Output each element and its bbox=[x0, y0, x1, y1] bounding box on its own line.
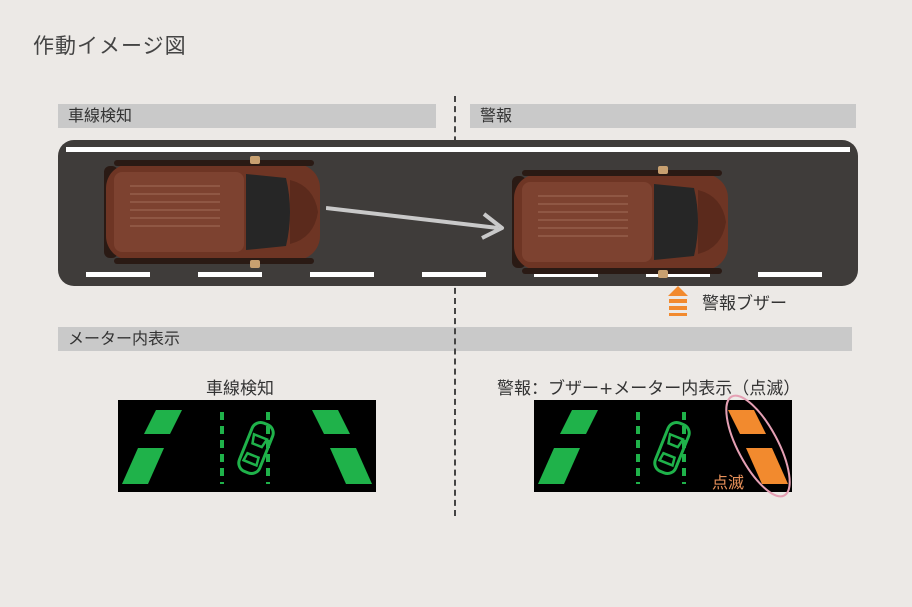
lane-indicator-left-lower bbox=[122, 448, 164, 484]
meter-display-warning bbox=[534, 400, 792, 492]
lane-mark bbox=[310, 272, 374, 277]
lane-indicator-right-upper-warning bbox=[728, 410, 766, 434]
buzzer-label: 警報ブザー bbox=[702, 294, 787, 314]
lane-mark bbox=[534, 272, 598, 277]
meter-caption-warning: 警報：ブザー+メーター内表示（点滅） bbox=[497, 379, 801, 399]
car-outline-icon bbox=[237, 420, 275, 476]
section-bar-warning: 警報 bbox=[470, 104, 856, 128]
lane-indicator-left-upper bbox=[144, 410, 182, 434]
lane-indicator-right-lower bbox=[330, 448, 372, 484]
lane-indicator-right-lower-warning bbox=[746, 448, 788, 484]
lane-mark bbox=[86, 272, 150, 277]
section-label-detect: 車線検知 bbox=[68, 106, 133, 125]
blink-highlight-ellipse bbox=[725, 394, 791, 498]
page-title: 作動イメージ図 bbox=[33, 34, 187, 58]
meter-caption-detect: 車線検知 bbox=[206, 379, 274, 399]
car-outline-icon bbox=[653, 420, 691, 476]
arrow-right-icon bbox=[326, 206, 504, 240]
blink-label: 点滅 bbox=[712, 473, 745, 492]
section-bar-detect: 車線検知 bbox=[58, 104, 436, 128]
lane-mark bbox=[758, 272, 822, 277]
car-top-view-icon bbox=[512, 166, 728, 278]
lane-indicator-left-lower bbox=[538, 448, 580, 484]
buzzer-icon bbox=[668, 286, 688, 316]
car-top-view-icon bbox=[104, 156, 320, 268]
section-label-meter: メーター内表示 bbox=[68, 329, 181, 348]
lane-mark bbox=[198, 272, 262, 277]
section-label-warning: 警報 bbox=[480, 106, 513, 125]
lane-mark bbox=[422, 272, 486, 277]
meter-display-detect bbox=[118, 400, 376, 492]
lane-indicator-right-upper bbox=[312, 410, 350, 434]
center-divider bbox=[454, 96, 456, 516]
lane-indicator-left-upper bbox=[560, 410, 598, 434]
lane-mark bbox=[646, 272, 710, 277]
road-edge-line bbox=[66, 147, 850, 152]
